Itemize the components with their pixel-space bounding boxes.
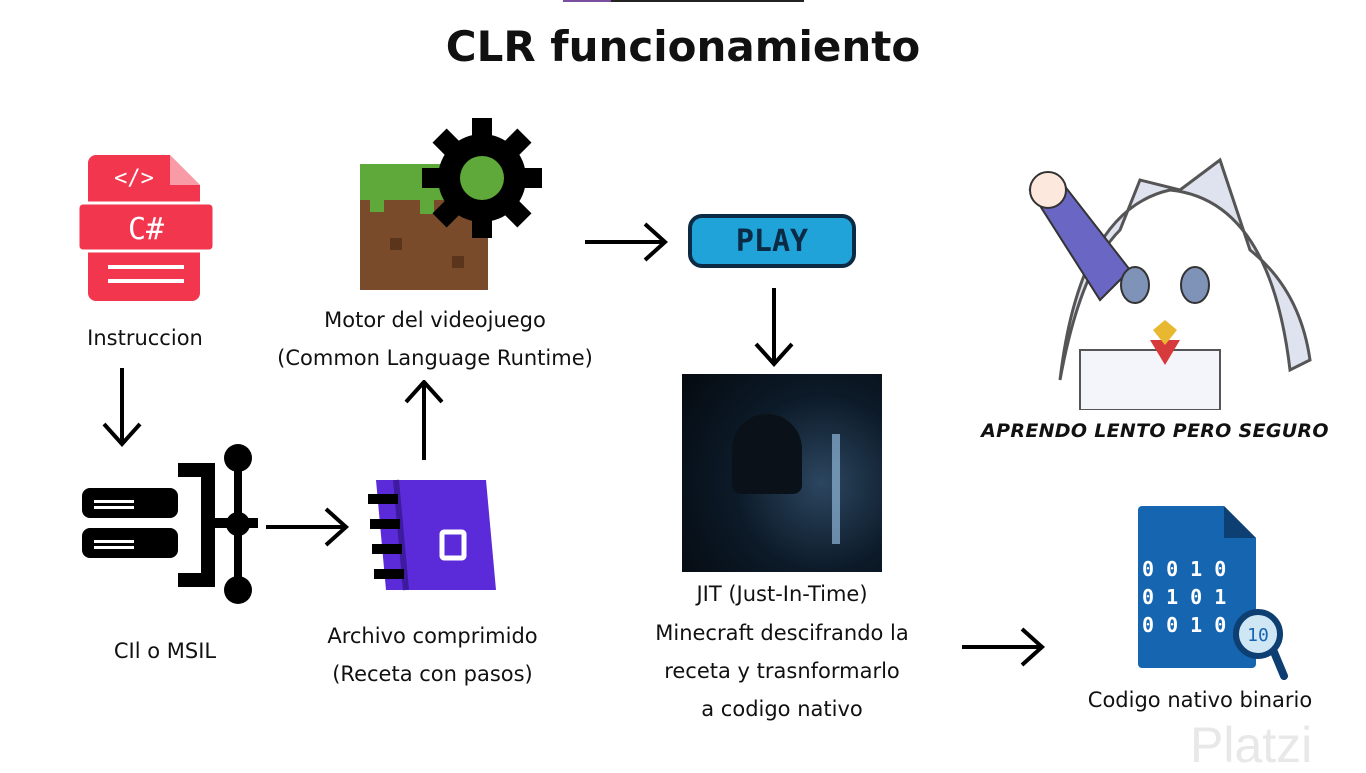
- svg-text:0 0 1 0: 0 0 1 0: [1142, 613, 1226, 637]
- play-button-icon: PLAY: [688, 214, 856, 268]
- compressed-archive-icon: [368, 479, 496, 591]
- arrow-down: [754, 288, 794, 367]
- arrow-right: [585, 222, 668, 262]
- platzi-watermark: Platzi: [1190, 717, 1313, 773]
- minecraft-block-gear-icon: [360, 118, 542, 290]
- anime-mascot-image: [1028, 157, 1312, 410]
- instruccion-label: Instruccion: [87, 326, 203, 350]
- svg-text:10: 10: [1247, 625, 1269, 646]
- svg-text:0 0 1 0: 0 0 1 0: [1142, 557, 1226, 581]
- binary-file-search-icon: 0 0 1 0 0 1 0 1 0 0 1 0 10: [1138, 506, 1288, 680]
- svg-text:</>: </>: [114, 166, 154, 191]
- mascot-caption: APRENDO LENTO PERO SEGURO: [981, 420, 1329, 442]
- archivo-label-2: (Receta con pasos): [332, 662, 533, 686]
- arrow-up: [404, 380, 444, 460]
- jit-label-2: Minecraft descifrando la: [655, 621, 909, 645]
- codigo-label: Codigo nativo binario: [1087, 688, 1313, 712]
- page-title: CLR funcionamiento: [445, 22, 921, 71]
- svg-text:0 1 0 1: 0 1 0 1: [1142, 585, 1226, 609]
- motor-label-2: (Common Language Runtime): [277, 346, 593, 370]
- arrow-right: [962, 627, 1045, 667]
- svg-text:C#: C#: [128, 212, 164, 247]
- motor-label-1: Motor del videojuego: [324, 308, 546, 332]
- arrow-right: [266, 507, 349, 547]
- arrow-down: [102, 368, 142, 447]
- csharp-file-icon: C# </>: [78, 155, 214, 301]
- jit-label-1: JIT (Just-In-Time): [696, 582, 868, 606]
- cil-label: CIl o MSIL: [113, 639, 217, 663]
- server-pipeline-icon: [82, 444, 258, 604]
- archivo-label-1: Archivo comprimido: [327, 624, 538, 648]
- jit-label-4: a codigo nativo: [701, 697, 863, 721]
- hacker-photo: [682, 374, 882, 572]
- top-progress-bar: [563, 0, 804, 2]
- jit-label-3: receta y trasnformarlo: [664, 659, 900, 683]
